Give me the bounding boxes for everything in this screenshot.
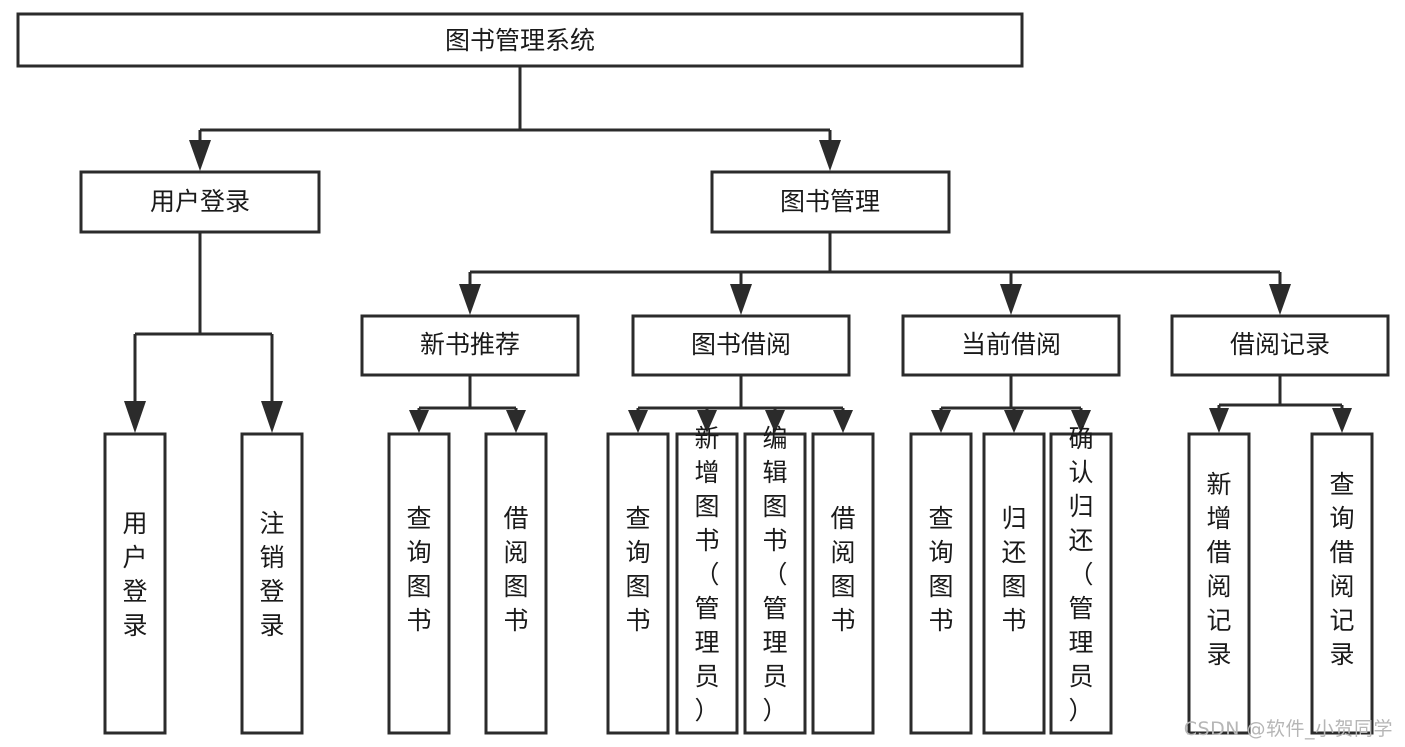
node-root[interactable]: 图书管理系统: [16, 12, 1024, 68]
node-box[interactable]: [811, 432, 875, 735]
leaf-node-query-book-3[interactable]: 查询图书: [909, 432, 973, 735]
leaf-node-query-book-2[interactable]: 查询图书: [606, 432, 670, 735]
node-box[interactable]: [909, 432, 973, 735]
connector-newbook-to-leaves: [409, 375, 526, 433]
leaf-label-query-book: 查询图书: [625, 504, 650, 635]
node-label-book-management: 图书管理: [780, 187, 880, 216]
leaf-node-edit-book-admin[interactable]: 编辑图书（管理员）: [743, 424, 807, 735]
node-box[interactable]: [901, 314, 1121, 377]
connector-current-to-leaves: [931, 375, 1091, 433]
node-box[interactable]: [1170, 314, 1390, 377]
node-box[interactable]: [1310, 432, 1374, 735]
node-box[interactable]: [240, 432, 304, 735]
leaf-node-confirm-return-admin[interactable]: 确认归还（管理员）: [1049, 424, 1113, 735]
leaf-label-return-book: 归还图书: [1001, 504, 1026, 635]
arrow-head-icon: [819, 140, 841, 171]
leaf-node-borrow-book-2[interactable]: 借阅图书: [811, 432, 875, 735]
arrow-head-icon: [833, 410, 853, 433]
leaf-node-query-borrow-record[interactable]: 查询借阅记录: [1310, 432, 1374, 735]
node-box[interactable]: [982, 432, 1046, 735]
leaf-label-query-book: 查询图书: [406, 504, 431, 635]
node-box[interactable]: [606, 432, 670, 735]
node-label-book-borrow: 图书借阅: [691, 330, 791, 359]
arrow-head-icon: [189, 140, 211, 171]
arrow-head-icon: [124, 401, 146, 433]
leaf-label-add-book-admin: 新增图书（管理员）: [694, 424, 719, 725]
node-new-book-recommend[interactable]: 新书推荐: [360, 314, 580, 377]
leaf-label-edit-book-admin: 编辑图书（管理员）: [762, 424, 787, 725]
arrow-head-icon: [1000, 284, 1022, 315]
node-box[interactable]: [360, 314, 580, 377]
node-label-root: 图书管理系统: [445, 26, 595, 55]
arrow-head-icon: [1269, 284, 1291, 315]
arrow-head-icon: [1004, 410, 1024, 433]
csdn-watermark: CSDN @软件_小贺同学: [1183, 718, 1393, 740]
node-box[interactable]: [103, 432, 167, 735]
node-box[interactable]: [743, 432, 807, 735]
leaf-node-borrow-book-1[interactable]: 借阅图书: [484, 432, 548, 735]
arrow-head-icon: [730, 284, 752, 315]
leaf-node-add-book-admin[interactable]: 新增图书（管理员）: [675, 424, 739, 735]
node-book-borrow[interactable]: 图书借阅: [631, 314, 851, 377]
arrow-head-icon: [1332, 408, 1352, 433]
leaf-label-query-borrow-record: 查询借阅记录: [1329, 470, 1354, 669]
arrow-head-icon: [261, 401, 283, 433]
node-label-current-borrow: 当前借阅: [961, 330, 1061, 359]
node-user-login[interactable]: 用户登录: [79, 170, 321, 234]
node-box[interactable]: [631, 314, 851, 377]
arrow-head-icon: [1071, 410, 1091, 433]
connector-record-to-leaves: [1209, 375, 1352, 433]
node-box[interactable]: [675, 432, 739, 735]
node-label-user-login: 用户登录: [150, 187, 250, 216]
connector-root-to-level2: [189, 66, 841, 171]
connector-borrow-to-leaves: [628, 375, 853, 433]
arrow-head-icon: [765, 410, 785, 433]
node-box[interactable]: [16, 12, 1024, 68]
node-box[interactable]: [484, 432, 548, 735]
leaf-node-user-login[interactable]: 用户登录: [103, 432, 167, 735]
leaf-label-borrow-book: 借阅图书: [830, 504, 855, 635]
node-box[interactable]: [387, 432, 451, 735]
connector-bookmgmt-to-level3: [459, 232, 1291, 315]
leaf-node-query-book-1[interactable]: 查询图书: [387, 432, 451, 735]
leaf-node-return-book[interactable]: 归还图书: [982, 432, 1046, 735]
arrow-head-icon: [697, 410, 717, 433]
arrow-head-icon: [506, 410, 526, 433]
node-box[interactable]: [710, 170, 951, 234]
node-box[interactable]: [1049, 432, 1113, 735]
leaf-label-confirm-return-admin: 确认归还（管理员）: [1068, 424, 1093, 725]
leaf-label-logout: 注销登录: [259, 509, 284, 640]
arrow-head-icon: [628, 410, 648, 433]
leaf-node-logout[interactable]: 注销登录: [240, 432, 304, 735]
node-borrow-record[interactable]: 借阅记录: [1170, 314, 1390, 377]
arrow-head-icon: [1209, 408, 1229, 433]
leaf-label-add-borrow-record: 新增借阅记录: [1206, 470, 1231, 669]
node-box[interactable]: [1187, 432, 1251, 735]
arrow-head-icon: [459, 284, 481, 315]
connector-userlogin-to-leaves: [124, 232, 283, 433]
node-book-management[interactable]: 图书管理: [710, 170, 951, 234]
leaf-label-borrow-book: 借阅图书: [503, 504, 528, 635]
leaf-node-add-borrow-record[interactable]: 新增借阅记录: [1187, 432, 1251, 735]
node-label-borrow-record: 借阅记录: [1230, 330, 1330, 359]
arrow-head-icon: [931, 410, 951, 433]
node-box[interactable]: [79, 170, 321, 234]
arrow-head-icon: [409, 410, 429, 433]
node-current-borrow[interactable]: 当前借阅: [901, 314, 1121, 377]
leaf-label-user-login: 用户登录: [122, 509, 147, 640]
node-label-new-book-recommend: 新书推荐: [420, 330, 520, 359]
leaf-label-query-book: 查询图书: [928, 504, 953, 635]
